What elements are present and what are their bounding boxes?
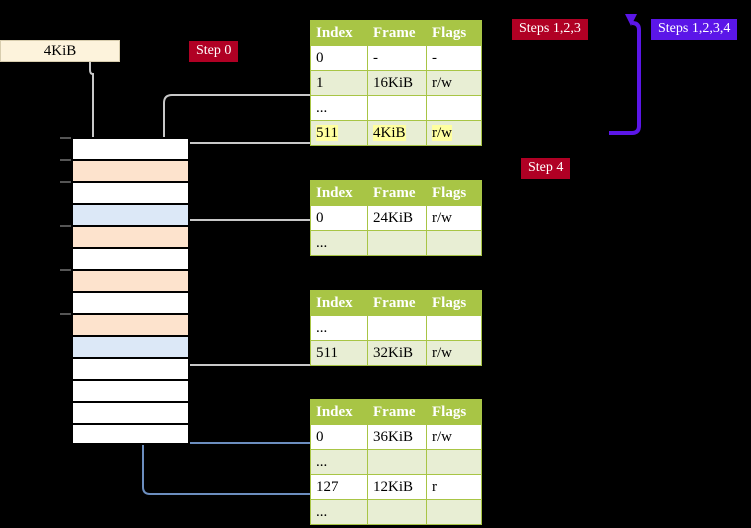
badge-step-0: Step 0 <box>189 41 239 62</box>
badge-steps-1234: Steps 1,2,3,4 <box>651 19 738 40</box>
column-header-index: Index <box>310 290 368 316</box>
column-header-frame: Frame <box>367 180 427 206</box>
table-row: 0-- <box>310 45 482 71</box>
memory-frame-row <box>60 313 190 335</box>
cell-index: ... <box>310 230 368 256</box>
cell-flags <box>426 449 482 475</box>
cell-index: 127 <box>310 474 368 500</box>
memory-frame-row <box>71 247 190 269</box>
badge-step-0-label: Step 0 <box>196 43 232 58</box>
table-row: ... <box>310 95 482 121</box>
memory-row-tick <box>60 269 71 271</box>
badge-steps-1234-label: Steps 1,2,3,4 <box>658 21 731 36</box>
column-header-index: Index <box>310 180 368 206</box>
cell-frame: - <box>367 45 427 71</box>
cell-index: 0 <box>310 45 368 71</box>
arrow-pd-row511-to-memory <box>176 314 310 366</box>
cell-frame: 32KiB <box>367 340 427 366</box>
cell-frame <box>367 95 427 121</box>
cell-frame <box>367 449 427 475</box>
memory-frame-row <box>71 203 190 225</box>
column-header-index: Index <box>310 20 368 46</box>
memory-frame-row <box>71 335 190 357</box>
arrow-pml4-row511-to-memory <box>169 142 310 172</box>
memory-row-tick <box>60 137 71 139</box>
memory-column <box>60 137 190 445</box>
cell-index: ... <box>310 95 368 121</box>
column-header-frame: Frame <box>367 20 427 46</box>
column-header-flags: Flags <box>426 399 482 425</box>
cell-flags: r/w <box>426 205 482 231</box>
cell-frame: 4KiB <box>367 120 427 146</box>
table-row: ... <box>310 315 482 341</box>
memory-row-tick <box>60 313 71 315</box>
column-header-frame: Frame <box>367 290 427 316</box>
arrow-pdpt-row0-to-memory <box>173 219 310 262</box>
cell-frame <box>367 230 427 256</box>
cell-frame <box>367 315 427 341</box>
frame-box-label: 4KiB <box>43 43 77 59</box>
memory-row-tick <box>60 159 71 161</box>
cell-index: ... <box>310 315 368 341</box>
cell-flags: r/w <box>426 120 482 146</box>
memory-frame-row <box>71 401 190 423</box>
column-header-flags: Flags <box>426 290 482 316</box>
cell-frame <box>367 499 427 525</box>
cell-index: ... <box>310 499 368 525</box>
cell-frame: 36KiB <box>367 424 427 450</box>
cell-frame: 12KiB <box>367 474 427 500</box>
cell-index: 511 <box>310 120 368 146</box>
memory-row-tick <box>60 225 71 227</box>
memory-frame-row <box>60 159 190 181</box>
memory-frame-row <box>71 357 190 379</box>
cell-index: 0 <box>310 205 368 231</box>
cell-flags <box>426 315 482 341</box>
frame-box-4kib: 4KiB <box>0 40 120 62</box>
table-row: ... <box>310 449 482 475</box>
memory-frame-row <box>71 423 190 445</box>
cell-flags <box>426 95 482 121</box>
memory-frame-row <box>71 291 190 313</box>
cell-index: 1 <box>310 70 368 96</box>
cell-flags: r/w <box>426 70 482 96</box>
memory-frame-row <box>71 379 190 401</box>
cell-index: 0 <box>310 424 368 450</box>
cell-frame: 24KiB <box>367 205 427 231</box>
cell-flags <box>426 230 482 256</box>
table-row: ... <box>310 230 482 256</box>
cell-flags <box>426 499 482 525</box>
column-header-frame: Frame <box>367 399 427 425</box>
memory-frame-row <box>60 269 190 291</box>
column-header-flags: Flags <box>426 20 482 46</box>
memory-frame-row <box>60 181 190 203</box>
table-row: ... <box>310 499 482 525</box>
cell-flags: r/w <box>426 340 482 366</box>
cell-flags: - <box>426 45 482 71</box>
cell-index: 511 <box>310 340 368 366</box>
cell-flags: r <box>426 474 482 500</box>
badge-steps-123: Steps 1,2,3 <box>512 19 588 40</box>
memory-row-tick <box>60 181 71 183</box>
column-header-flags: Flags <box>426 180 482 206</box>
cell-frame: 16KiB <box>367 70 427 96</box>
badge-steps-123-label: Steps 1,2,3 <box>519 21 581 36</box>
badge-step-4-label: Step 4 <box>528 160 564 175</box>
badge-step-4: Step 4 <box>521 158 571 179</box>
column-header-index: Index <box>310 399 368 425</box>
arrow-steps-loop <box>609 13 641 135</box>
memory-frame-row <box>60 137 190 159</box>
cell-index: ... <box>310 449 368 475</box>
cell-flags: r/w <box>426 424 482 450</box>
memory-frame-row <box>60 225 190 247</box>
